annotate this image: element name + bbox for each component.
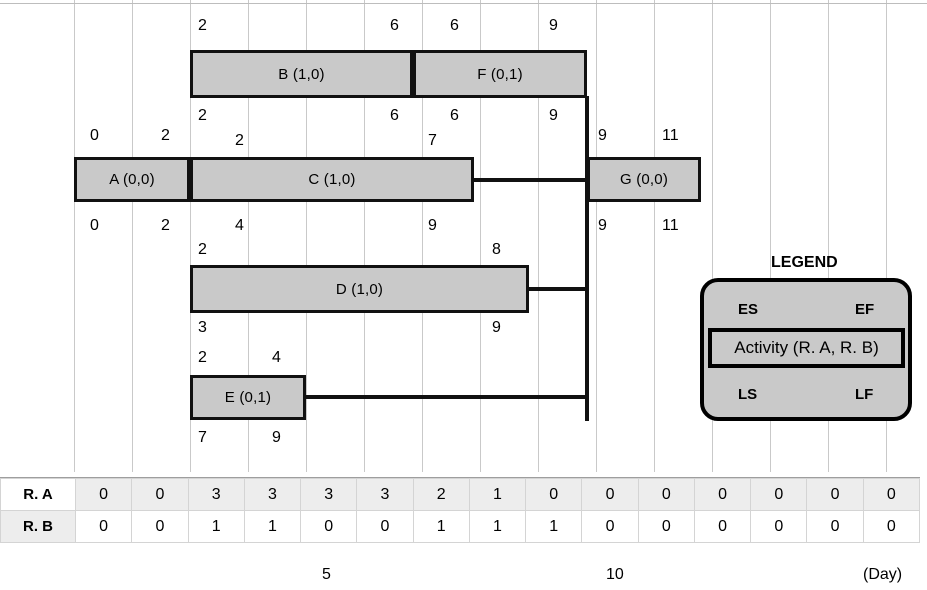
cell-ra-3: 3: [243, 478, 302, 511]
cell-rb-1: 0: [131, 510, 189, 543]
label-g-lf: 11: [662, 217, 679, 234]
label-f-ef: 9: [549, 17, 558, 34]
row-header-rb: R. B: [0, 510, 76, 543]
gridline-day-11: [712, 0, 713, 472]
label-d-ls: 3: [198, 319, 207, 336]
connector-d-to-g: [527, 287, 589, 291]
connector-c-to-g: [471, 178, 589, 182]
legend-activity-box: Activity (R. A, R. B): [708, 328, 905, 368]
cell-ra-7: 1: [468, 478, 527, 511]
gridline-day-0: [74, 0, 75, 472]
label-b-es: 2: [198, 17, 207, 34]
cell-rb-2: 1: [187, 510, 245, 543]
label-c-lf: 9: [428, 217, 437, 234]
gridline-day-1: [132, 0, 133, 472]
label-f-es: 6: [450, 17, 459, 34]
cell-ra-4: 3: [300, 478, 358, 511]
activity-bar-g[interactable]: G (0,0): [587, 157, 701, 202]
plot-top-rule: [0, 3, 927, 4]
legend-label-ls: LS: [738, 386, 758, 403]
cell-rb-12: 0: [750, 510, 808, 543]
label-e-lf: 9: [272, 429, 281, 446]
label-d-ef: 8: [492, 241, 501, 258]
label-e-ef: 4: [272, 349, 281, 366]
legend-label-lf: LF: [855, 386, 874, 403]
cell-ra-11: 0: [693, 478, 752, 511]
label-a-lf: 2: [161, 217, 170, 234]
connector-e-to-g: [304, 395, 589, 399]
label-g-ef: 11: [662, 127, 679, 144]
gridline-day-2: [190, 0, 191, 472]
cell-ra-9: 0: [581, 478, 639, 511]
label-f-lf: 9: [549, 107, 558, 124]
cell-rb-11: 0: [693, 510, 752, 543]
row-header-ra: R. A: [0, 478, 76, 511]
cell-ra-0: 0: [74, 478, 133, 511]
cell-ra-5: 3: [356, 478, 414, 511]
label-b-ls: 2: [198, 107, 207, 124]
label-b-ef: 6: [390, 17, 399, 34]
label-a-ef: 2: [161, 127, 170, 144]
label-e-es: 2: [198, 349, 207, 366]
legend-title: LEGEND: [771, 254, 838, 271]
gridline-day-4: [306, 0, 307, 472]
activity-bar-e[interactable]: E (0,1): [190, 375, 306, 420]
gridline-day-6: [422, 0, 423, 472]
activity-bar-a[interactable]: A (0,0): [74, 157, 190, 202]
gridline-day-9: [596, 0, 597, 472]
activity-bar-f[interactable]: F (0,1): [413, 50, 587, 98]
gridline-day-10: [654, 0, 655, 472]
label-c-ef-top: 7: [428, 132, 437, 149]
cell-rb-4: 0: [300, 510, 358, 543]
label-d-es: 2: [198, 241, 207, 258]
gridline-day-13: [828, 0, 829, 472]
axis-unit-label: (Day): [863, 566, 903, 583]
label-a-ls: 0: [90, 217, 99, 234]
gridline-day-7: [480, 0, 481, 472]
cell-rb-7: 1: [468, 510, 527, 543]
merge-line-day-9: [585, 96, 589, 421]
activity-bar-d[interactable]: D (1,0): [190, 265, 529, 313]
cell-ra-13: 0: [806, 478, 864, 511]
cell-rb-6: 1: [412, 510, 470, 543]
cell-ra-1: 0: [131, 478, 189, 511]
gridline-day-12: [770, 0, 771, 472]
label-f-ls: 6: [450, 107, 459, 124]
legend-label-es: ES: [738, 301, 759, 318]
activity-bar-c[interactable]: C (1,0): [190, 157, 474, 202]
label-c-ls-top: 2: [235, 132, 244, 149]
cell-rb-13: 0: [806, 510, 864, 543]
gridline-day-14: [886, 0, 887, 472]
label-g-es: 9: [598, 127, 607, 144]
gridline-day-8: [538, 0, 539, 472]
cell-ra-8: 0: [525, 478, 583, 511]
cell-ra-10: 0: [637, 478, 695, 511]
axis-tick-5: 5: [322, 566, 331, 583]
table-row-rb: R. B 0 0 1 1 0 0 1 1 1 0 0 0 0 0 0: [0, 510, 921, 543]
cell-ra-2: 3: [187, 478, 245, 511]
label-c-ls: 4: [235, 217, 244, 234]
label-g-ls: 9: [598, 217, 607, 234]
cell-rb-8: 1: [525, 510, 583, 543]
legend-label-ef: EF: [855, 301, 875, 318]
resource-table: R. A 0 0 3 3 3 3 2 1 0 0 0 0 0 0 0 R. B …: [0, 478, 921, 543]
gridline-day-3: [248, 0, 249, 472]
cell-ra-6: 2: [412, 478, 470, 511]
label-a-es: 0: [90, 127, 99, 144]
label-b-lf: 6: [390, 107, 399, 124]
cell-ra-14: 0: [862, 478, 921, 511]
label-e-ls: 7: [198, 429, 207, 446]
label-d-lf: 9: [492, 319, 501, 336]
cell-rb-0: 0: [74, 510, 133, 543]
cell-rb-10: 0: [637, 510, 695, 543]
table-row-ra: R. A 0 0 3 3 3 3 2 1 0 0 0 0 0 0 0: [0, 478, 921, 511]
gridline-day-5: [364, 0, 365, 472]
axis-tick-10: 10: [606, 566, 624, 583]
activity-bar-b[interactable]: B (1,0): [190, 50, 413, 98]
cell-rb-9: 0: [581, 510, 639, 543]
cell-ra-12: 0: [750, 478, 808, 511]
cell-rb-5: 0: [356, 510, 414, 543]
cell-rb-14: 0: [862, 510, 921, 543]
cell-rb-3: 1: [243, 510, 302, 543]
